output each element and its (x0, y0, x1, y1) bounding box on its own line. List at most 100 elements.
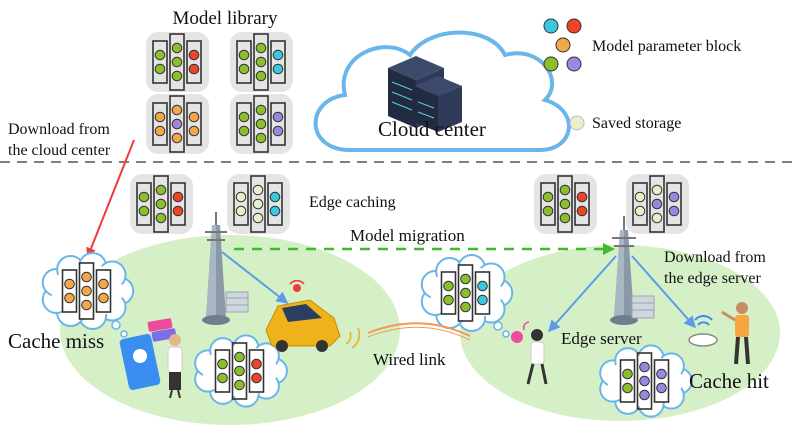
download-cloud-line2: the cloud center (8, 142, 111, 159)
parameter-block-dot (622, 382, 633, 394)
parameter-block-dot (234, 379, 245, 391)
legend-model-parameter-block: Model parameter block (592, 38, 741, 55)
parameter-block-dot (622, 368, 633, 380)
parameter-block-dot (255, 104, 267, 116)
parameter-block-dot (217, 372, 228, 384)
parameter-block-dot (81, 271, 92, 283)
parameter-block-dot (272, 49, 284, 61)
cache-miss-thought-cloud-model (61, 262, 112, 320)
legend: Model parameter block Saved storage (543, 18, 741, 132)
parameter-block-dot (272, 111, 284, 123)
parameter-block-dot (188, 125, 200, 137)
cache-hit-thought-cloud-model (619, 352, 670, 410)
parameter-block-dot (81, 299, 92, 311)
parameter-block-dot (171, 70, 183, 82)
library-model-4 (230, 94, 293, 154)
parameter-block-dot (155, 212, 167, 224)
parameter-block-dot (477, 294, 488, 306)
parameter-block-dot (238, 111, 250, 123)
parameter-block-dot (668, 205, 680, 217)
parameter-block-dot (155, 184, 167, 196)
parameter-block-dot (251, 372, 262, 384)
cache-hit-thought-cloud (599, 344, 693, 418)
parameter-block-dot (64, 292, 75, 304)
parameter-block-dot (154, 125, 166, 137)
model-library-label: Model library (172, 8, 278, 29)
parameter-block-dot (188, 49, 200, 61)
legend-dot-red (566, 18, 582, 34)
parameter-block-dot (255, 118, 267, 130)
parameter-block-dot (171, 42, 183, 54)
parameter-block-dot (634, 205, 646, 217)
parameter-block-dot (559, 184, 571, 196)
parameter-block-dot (188, 63, 200, 75)
car-thought-cloud (194, 334, 288, 408)
user-thought-cloud-model (440, 264, 491, 322)
right-downlink-arrow-right (631, 255, 696, 329)
parameter-block-dot (255, 42, 267, 54)
parameter-block-dot (272, 63, 284, 75)
parameter-block-dot (639, 361, 650, 373)
legend-dot-cyan (543, 18, 559, 34)
connected-car-icon (265, 279, 361, 352)
left-base-station-icon (202, 212, 230, 325)
parameter-block-dot (238, 49, 250, 61)
parameter-block-dot (235, 191, 247, 203)
right-edge-server-icon (631, 295, 655, 319)
server-rack-icon (388, 56, 462, 132)
parameter-block-dot (154, 111, 166, 123)
parameter-block-dot (234, 365, 245, 377)
parameter-block-dot (252, 184, 264, 196)
parameter-block-dot (154, 63, 166, 75)
parameter-block-dot (443, 294, 454, 306)
parameter-block-dot (639, 389, 650, 401)
wired-link (367, 322, 471, 337)
right-downlink-arrow-left (548, 255, 617, 333)
edge-caching-label: Edge caching (309, 194, 396, 211)
left-downlink-arrow (221, 251, 289, 304)
right-cell-area (460, 245, 780, 421)
parameter-block-dot (255, 70, 267, 82)
wired-link-inner (367, 326, 471, 341)
parameter-block-dot (460, 287, 471, 299)
edge-server-label: Edge server (561, 329, 642, 348)
edge-block-left-2 (227, 174, 290, 234)
parameter-block-dot (255, 56, 267, 68)
download-cloud-line1: Download from (8, 121, 110, 138)
download-edge-line1: Download from (664, 249, 766, 266)
parameter-block-dot (542, 191, 554, 203)
parameter-block-dot (235, 205, 247, 217)
parameter-block-dot (155, 198, 167, 210)
robot-vacuum-icon (688, 314, 718, 347)
library-model-2 (230, 32, 293, 92)
legend-dot-green (543, 56, 559, 72)
parameter-block-dot (252, 198, 264, 210)
parameter-block-dot (656, 382, 667, 394)
edge-block-right-2 (626, 174, 689, 234)
edge-block-right-1 (534, 174, 597, 234)
parameter-block-dot (188, 111, 200, 123)
cache-hit-label: Cache hit (689, 369, 769, 393)
model-migration-label: Model migration (350, 226, 465, 245)
parameter-block-dot (269, 205, 281, 217)
legend-saved-storage-dot (569, 115, 585, 131)
parameter-block-dot (651, 212, 663, 224)
parameter-block-dot (559, 212, 571, 224)
parameter-block-dot (234, 351, 245, 363)
parameter-block-dot (651, 184, 663, 196)
parameter-block-dot (238, 125, 250, 137)
legend-dot-orange (555, 37, 571, 53)
thought-clouds (41, 251, 693, 418)
parameter-block-dot (576, 205, 588, 217)
wired-link-label: Wired link (373, 350, 446, 369)
parameter-block-dot (639, 375, 650, 387)
parameter-block-dot (542, 205, 554, 217)
parameter-block-dot (443, 280, 454, 292)
edge-block-left-1 (130, 174, 193, 234)
legend-saved-storage: Saved storage (592, 115, 681, 132)
parameter-block-dot (668, 191, 680, 203)
parameter-block-dot (460, 301, 471, 313)
parameter-block-dot (138, 191, 150, 203)
parameter-block-dot (172, 205, 184, 217)
parameter-block-dot (634, 191, 646, 203)
